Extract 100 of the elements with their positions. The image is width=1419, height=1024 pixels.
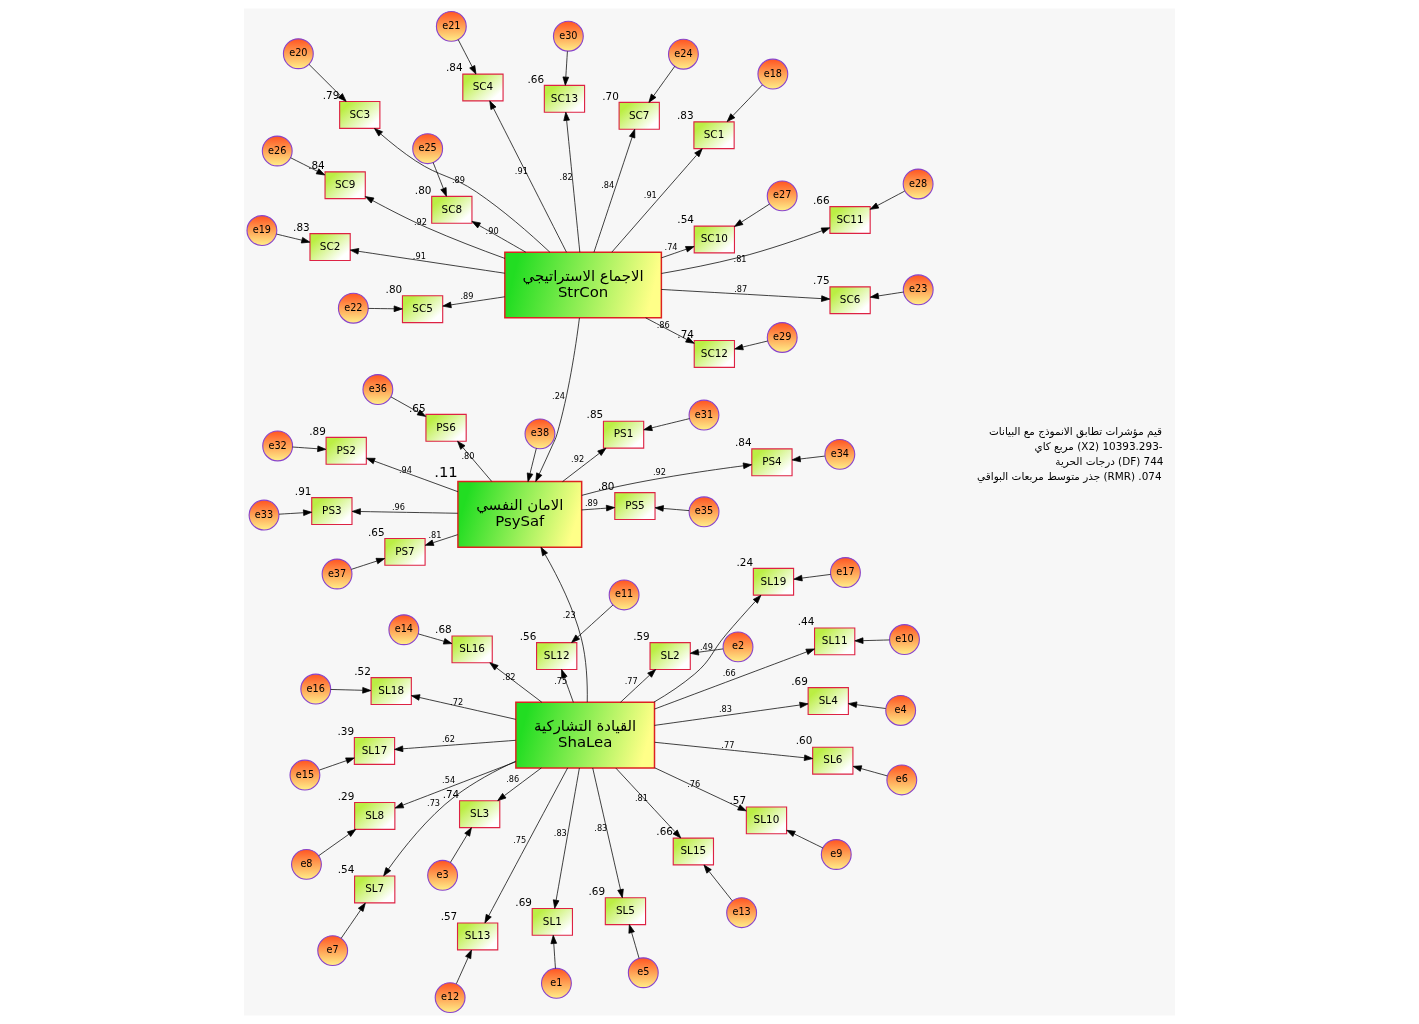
arrow xyxy=(869,291,904,300)
arrow xyxy=(562,51,570,86)
edge-label: .77 xyxy=(624,675,638,686)
node-label: .60 xyxy=(795,734,813,747)
arrow xyxy=(471,221,527,253)
node-label: .54 xyxy=(337,863,355,876)
node-box: SC13 xyxy=(543,84,586,113)
node-label: .75 xyxy=(813,274,830,287)
node-label: .44 xyxy=(797,615,815,628)
edge-label: .76 xyxy=(687,778,701,789)
node-circle: e10 xyxy=(889,624,920,655)
arrow xyxy=(552,767,580,909)
arrow xyxy=(318,829,357,857)
arrow xyxy=(793,574,831,582)
arrow xyxy=(581,462,752,496)
arrow xyxy=(489,100,567,253)
edge-label: .82 xyxy=(502,672,516,683)
node-label: .84 xyxy=(308,158,325,171)
node-box: PS5 xyxy=(614,492,656,521)
arrow xyxy=(848,701,887,709)
node-box: SC6 xyxy=(829,286,871,315)
node-label: .66 xyxy=(527,72,545,85)
arrow xyxy=(394,761,517,809)
label: جذر متوسط مربعات البواقي (RMR) .074 xyxy=(977,469,1162,482)
edge-label: .89 xyxy=(451,174,465,185)
node-box: SL2 xyxy=(649,642,691,671)
node-label: .29 xyxy=(337,789,355,802)
arrow xyxy=(349,248,506,274)
node-box: SL1 xyxy=(531,907,573,936)
edge-label: .91 xyxy=(643,190,657,201)
node-label: .74 xyxy=(442,787,460,800)
arrow xyxy=(654,648,815,710)
node-label: .80 xyxy=(597,479,615,492)
node-circle: e1 xyxy=(540,967,572,999)
node-circle: e6 xyxy=(886,764,918,796)
node-circle: e24 xyxy=(667,38,699,70)
node-circle: e23 xyxy=(902,274,934,306)
node-label: .65 xyxy=(409,401,426,414)
edge-label: .75 xyxy=(513,834,527,845)
edge-label: .49 xyxy=(700,641,714,652)
arrow xyxy=(278,509,313,516)
node-box: SL18 xyxy=(370,677,412,706)
arrow xyxy=(383,760,516,877)
node-box: SC3 xyxy=(339,100,381,129)
node-circle: e11 xyxy=(608,579,640,611)
node-label: .68 xyxy=(435,623,452,636)
arrow xyxy=(611,148,703,253)
arrow xyxy=(374,128,551,253)
node-label: .84 xyxy=(734,436,752,449)
edge-label: .81 xyxy=(733,253,747,264)
arrow xyxy=(593,129,636,253)
edge-label: .83 xyxy=(594,822,608,833)
arrow xyxy=(661,289,831,302)
label: مربع كاي (X2) 10393.293- xyxy=(1034,439,1163,452)
arrow xyxy=(703,864,733,902)
arrow xyxy=(661,227,831,274)
node-circle: e29 xyxy=(766,322,798,353)
node-circle: e13 xyxy=(726,897,758,929)
arrow xyxy=(563,111,581,253)
arrow xyxy=(653,594,762,703)
arrow xyxy=(628,924,640,959)
edge-label: .89 xyxy=(460,291,474,302)
node-box: PS2 xyxy=(325,436,367,465)
edge-label: .89 xyxy=(585,498,599,509)
node-circle: e35 xyxy=(688,496,720,528)
node-box: SL4 xyxy=(807,687,849,715)
node-circle: e30 xyxy=(552,20,584,52)
node-circle: e8 xyxy=(291,848,322,880)
node-label: .54 xyxy=(677,213,694,226)
node-label: .89 xyxy=(309,424,326,437)
arrow xyxy=(367,305,403,313)
arrow xyxy=(526,448,537,482)
arrow xyxy=(689,648,724,656)
arrow xyxy=(442,296,506,309)
node-circle: e5 xyxy=(627,957,659,989)
node-circle: e17 xyxy=(830,557,861,588)
node-circle: e18 xyxy=(757,58,789,90)
node-label: .83 xyxy=(677,108,694,121)
arrow xyxy=(654,505,690,512)
node-circle: e7 xyxy=(317,935,349,967)
node-box: SL8 xyxy=(354,801,396,830)
node-label: .56 xyxy=(519,629,537,642)
node-circle: e22 xyxy=(337,292,369,324)
node-circle: e31 xyxy=(688,399,720,431)
arrow xyxy=(654,767,747,812)
node-box: SC10 xyxy=(693,225,735,254)
edge-label: .23 xyxy=(562,610,576,621)
node-circle: e12 xyxy=(434,982,466,1014)
arrow xyxy=(484,767,569,924)
node-box: SC5 xyxy=(401,295,444,324)
arrow xyxy=(290,157,326,176)
edge-label: .87 xyxy=(734,283,748,294)
node-circle: e4 xyxy=(885,695,917,726)
arrow xyxy=(450,827,472,863)
arrow xyxy=(540,546,588,703)
node-label: .11 xyxy=(434,463,458,482)
node-label: .39 xyxy=(337,724,355,737)
arrow xyxy=(308,64,347,102)
edge-label: .54 xyxy=(442,774,456,785)
node-label: .74 xyxy=(677,327,694,340)
